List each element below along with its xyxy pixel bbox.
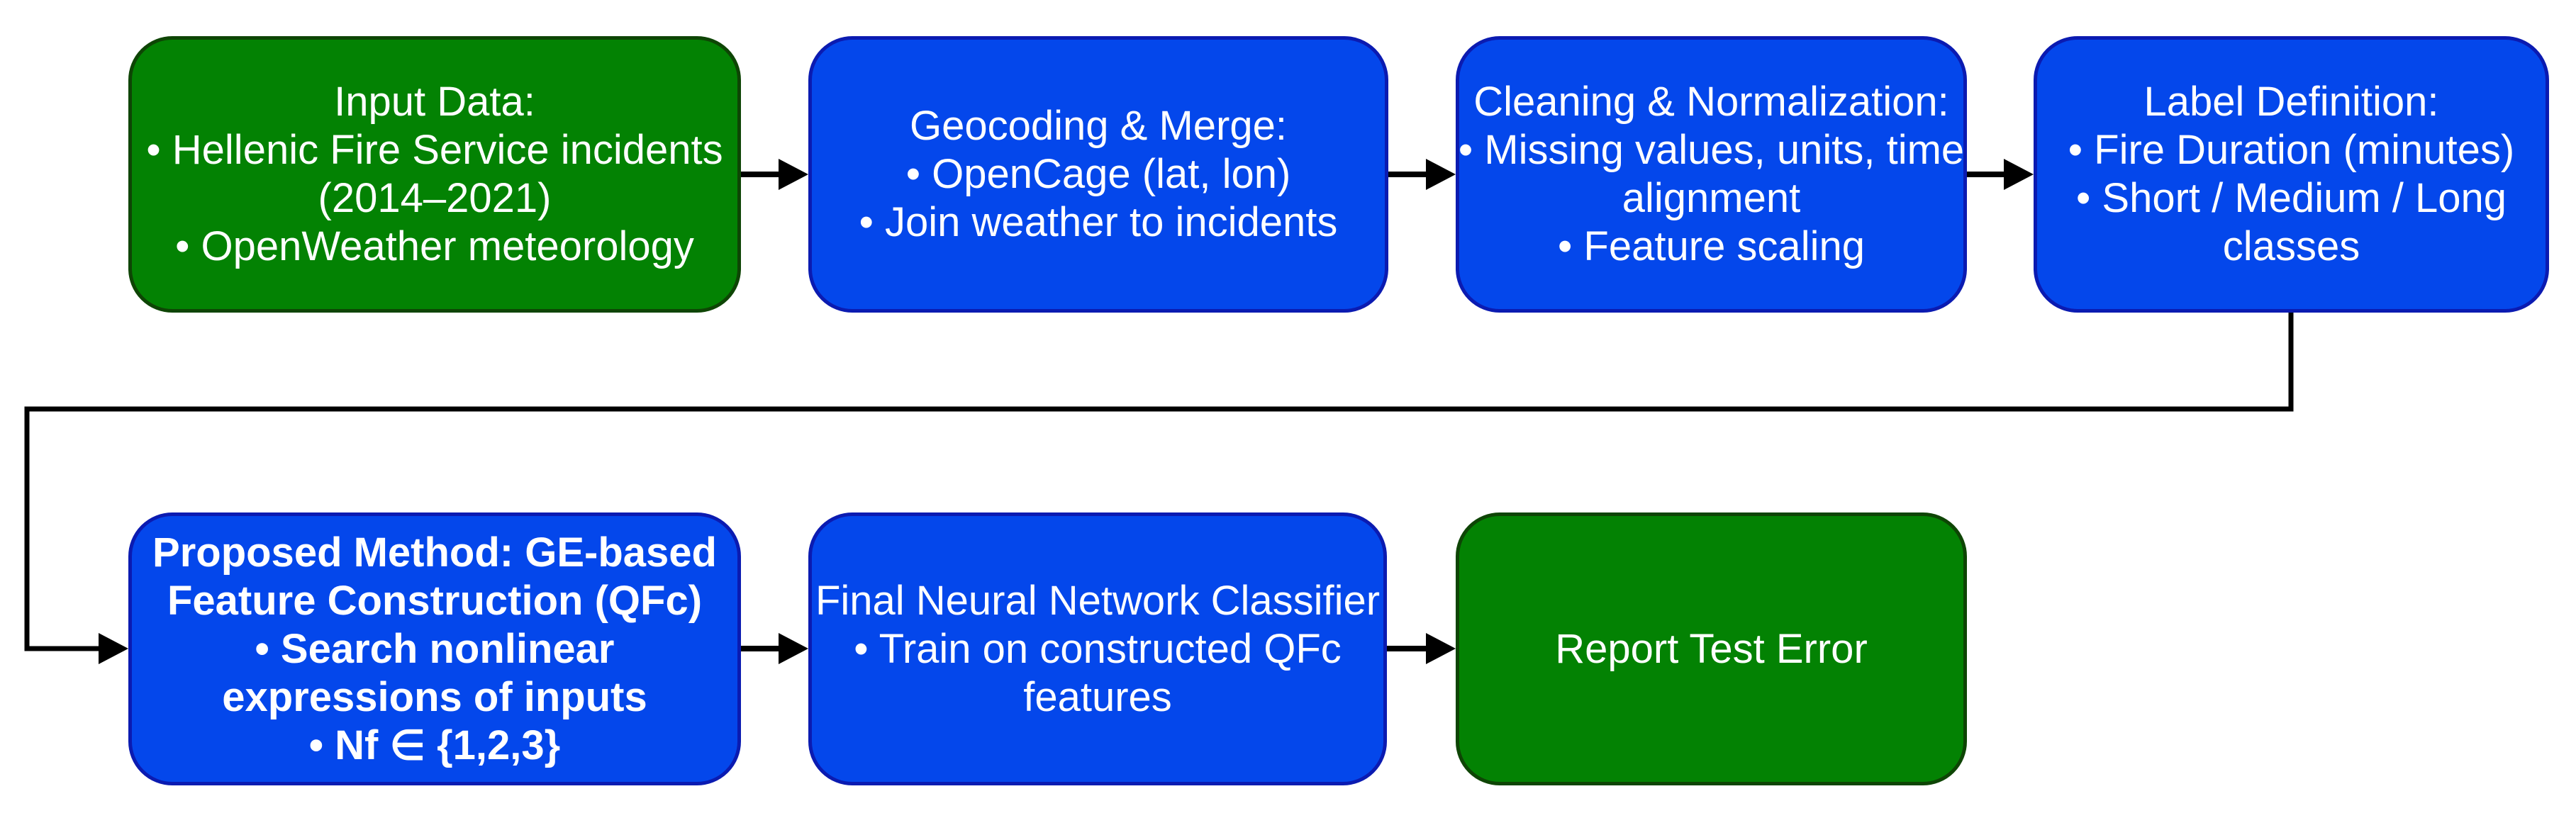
node-text-line: • OpenCage (lat, lon) (905, 151, 1291, 197)
node-text-line: Proposed Method: GE-based (152, 529, 717, 576)
node-text-line: (2014–2021) (318, 175, 552, 221)
node-text-line: • Train on constructed QFc (854, 625, 1342, 672)
node-text-line: features (1023, 673, 1172, 720)
node-geocoding-merge: Geocoding & Merge: • OpenCage (lat, lon)… (808, 36, 1388, 313)
node-text-line: classes (2222, 223, 2360, 269)
node-text-line: • Nf ∈ {1,2,3} (308, 722, 561, 768)
node-text-line: Feature Construction (QFc) (167, 577, 703, 624)
arrow-cleaning-to-label (1967, 159, 2034, 190)
arrow-label-to-proposed (24, 313, 2294, 664)
node-label-definition: Label Definition: • Fire Duration (minut… (2034, 36, 2549, 313)
node-text-line: Report Test Error (1555, 625, 1868, 672)
node-cleaning-normalization: Cleaning & Normalization: • Missing valu… (1456, 36, 1967, 313)
node-proposed-method: Proposed Method: GE-based Feature Constr… (128, 512, 741, 785)
arrow-input-to-geocoding (741, 159, 808, 190)
node-text-line: Final Neural Network Classifier (815, 577, 1381, 624)
node-text-line: • Hellenic Fire Service incidents (146, 127, 723, 173)
node-text-line: • Short / Medium / Long (2075, 175, 2507, 221)
node-text-line: Geocoding & Merge: (910, 103, 1287, 149)
node-text-line: Cleaning & Normalization: (1473, 79, 1949, 125)
node-text-line: Label Definition: (2143, 79, 2439, 125)
node-text-line: • OpenWeather meteorology (175, 223, 694, 269)
node-report-test-error: Report Test Error (1456, 512, 1967, 785)
node-text-line: • Search nonlinear (255, 625, 615, 672)
node-text-line: expressions of inputs (222, 673, 647, 720)
node-text-line: • Fire Duration (minutes) (2068, 127, 2515, 173)
arrow-proposed-to-final (741, 633, 808, 664)
node-input-data: Input Data: • Hellenic Fire Service inci… (128, 36, 741, 313)
arrow-final-to-report (1387, 633, 1456, 664)
node-final-classifier: Final Neural Network Classifier • Train … (808, 512, 1387, 785)
node-text-line: Input Data: (334, 79, 535, 125)
arrow-geocoding-to-cleaning (1388, 159, 1456, 190)
node-text-line: • Missing values, units, time (1458, 127, 1965, 173)
node-text-line: • Join weather to incidents (859, 199, 1338, 245)
node-text-line: • Feature scaling (1558, 223, 1865, 269)
node-text-line: alignment (1622, 175, 1801, 221)
